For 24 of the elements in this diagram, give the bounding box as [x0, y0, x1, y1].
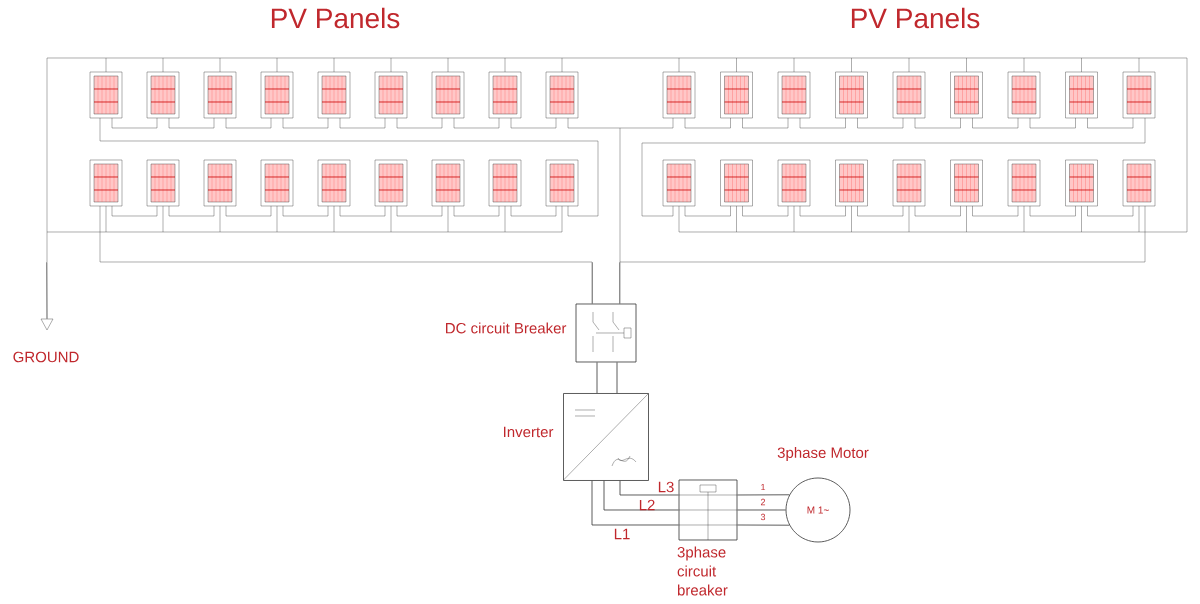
heading: PV Panels	[271, 7, 400, 29]
wire	[603, 480, 679, 511]
wire	[596, 362, 598, 394]
motor-label: 3phase Motor	[777, 447, 869, 461]
wire	[619, 480, 679, 496]
wire	[737, 509, 786, 511]
wire-label: 3	[760, 513, 766, 521]
breaker-label: 3phase circuit breaker	[677, 546, 728, 596]
breaker-label: DC circuit Breaker	[446, 322, 567, 334]
wire-label: L3	[658, 481, 674, 493]
ground-label: GROUND	[13, 351, 79, 363]
inverter-label: Inverter	[504, 426, 554, 438]
wire	[616, 362, 618, 394]
wire	[591, 261, 593, 304]
wire-label: L2	[639, 499, 655, 511]
wire-label: 1	[761, 483, 766, 491]
wire	[46, 261, 48, 320]
wire-label: 2	[760, 498, 766, 506]
wire	[591, 480, 679, 526]
heading: PV Panels	[851, 7, 980, 29]
wire	[619, 261, 621, 304]
wire	[737, 494, 790, 496]
wire-label: L1	[614, 528, 630, 540]
wire	[737, 524, 790, 526]
